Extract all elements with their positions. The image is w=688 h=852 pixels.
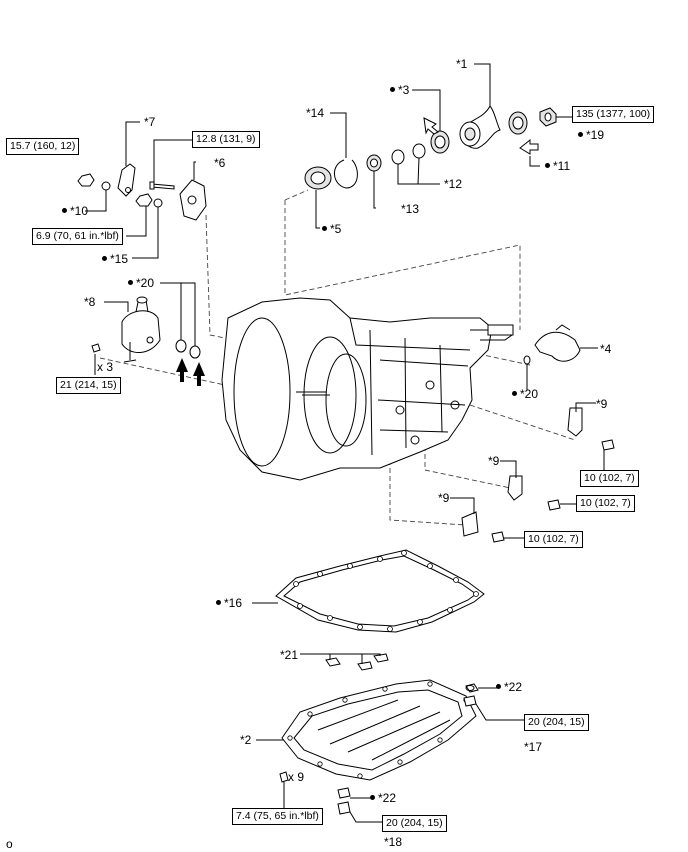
label-part-22-upper-text: *22 xyxy=(504,680,523,694)
torque-spec-15-7: 15.7 (160, 12) xyxy=(6,138,80,155)
output-flange-group xyxy=(304,105,557,190)
torque-spec-20-upper: 20 (204, 15) xyxy=(524,714,589,731)
label-part-20-top: *20 xyxy=(128,276,154,290)
torque-spec-20-lower: 20 (204, 15) xyxy=(382,815,447,832)
label-part-11-text: *11 xyxy=(553,159,571,173)
label-part-20-top-text: *20 xyxy=(136,276,155,290)
torque-spec-10-lower: 10 (102, 7) xyxy=(524,531,583,548)
torque-spec-10-middle: 10 (102, 7) xyxy=(576,495,635,512)
bullet-icon xyxy=(496,684,501,690)
transmission-case xyxy=(221,297,514,481)
label-part-10-text: *10 xyxy=(70,204,89,218)
label-part-3: *3 xyxy=(390,83,409,97)
label-part-22-upper: *22 xyxy=(496,680,522,694)
leader-lines xyxy=(85,63,605,823)
torque-spec-21: 21 (214, 15) xyxy=(56,377,121,394)
bullet-icon xyxy=(390,87,395,93)
label-part-5-text: *5 xyxy=(330,222,342,236)
label-part-20-right: *20 xyxy=(512,387,538,401)
oil-filter-group xyxy=(91,296,205,386)
label-part-22-lower: *22 xyxy=(370,791,396,805)
oil-pan xyxy=(279,679,479,815)
label-part-15-text: *15 xyxy=(110,252,129,266)
label-part-17: *17 xyxy=(524,740,543,754)
label-part-3-text: *3 xyxy=(398,83,410,97)
label-part-18: *18 xyxy=(384,835,403,849)
label-part-10: *10 xyxy=(62,204,88,218)
label-part-16-text: *16 xyxy=(224,596,243,610)
label-part-21: *21 xyxy=(280,648,299,662)
bullet-icon xyxy=(578,132,583,138)
bullet-icon xyxy=(102,256,107,262)
bullet-icon xyxy=(128,280,133,286)
bullet-icon xyxy=(370,795,375,801)
label-part-9-middle: *9 xyxy=(488,454,500,468)
bullet-icon xyxy=(322,226,327,232)
label-part-8: *8 xyxy=(84,295,96,309)
label-part-6: *6 xyxy=(214,156,226,170)
bullet-icon xyxy=(545,163,550,169)
label-part-22-lower-text: *22 xyxy=(378,791,397,805)
oil-pipe-and-brackets xyxy=(461,324,615,543)
label-part-15: *15 xyxy=(102,252,128,266)
label-part-11: *11 xyxy=(545,159,570,173)
label-part-19-text: *19 xyxy=(586,128,605,142)
label-part-1: *1 xyxy=(456,57,468,71)
torque-spec-12-8: 12.8 (131, 9) xyxy=(192,131,260,148)
torque-spec-135: 135 (1377, 100) xyxy=(572,106,655,123)
oil-pan-gasket xyxy=(275,549,485,633)
label-part-9-upper: *9 xyxy=(596,397,608,411)
label-part-19: *19 xyxy=(578,128,604,142)
magnets xyxy=(325,653,389,671)
shift-lever-group xyxy=(77,163,207,221)
label-part-9-lower: *9 xyxy=(438,491,450,505)
label-part-20-right-text: *20 xyxy=(520,387,539,401)
bullet-icon xyxy=(216,600,221,606)
torque-spec-7-4: 7.4 (75, 65 in.*lbf) xyxy=(232,808,323,825)
bolt-quantity-x3: x 3 xyxy=(97,360,114,374)
torque-spec-6-9: 6.9 (70, 61 in.*lbf) xyxy=(32,228,123,245)
torque-spec-10-upper: 10 (102, 7) xyxy=(580,470,639,487)
label-part-5: *5 xyxy=(322,222,341,236)
bullet-icon xyxy=(512,391,517,397)
label-part-2: *2 xyxy=(240,733,252,747)
label-part-13: *13 xyxy=(401,202,420,216)
label-part-16: *16 xyxy=(216,596,242,610)
label-part-4: *4 xyxy=(600,342,612,356)
corner-mark: o xyxy=(6,837,13,851)
label-part-14: *14 xyxy=(306,106,325,120)
bullet-icon xyxy=(62,208,67,214)
bolt-quantity-x9: x 9 xyxy=(288,770,305,784)
label-part-7: *7 xyxy=(144,115,156,129)
label-part-12: *12 xyxy=(444,177,463,191)
